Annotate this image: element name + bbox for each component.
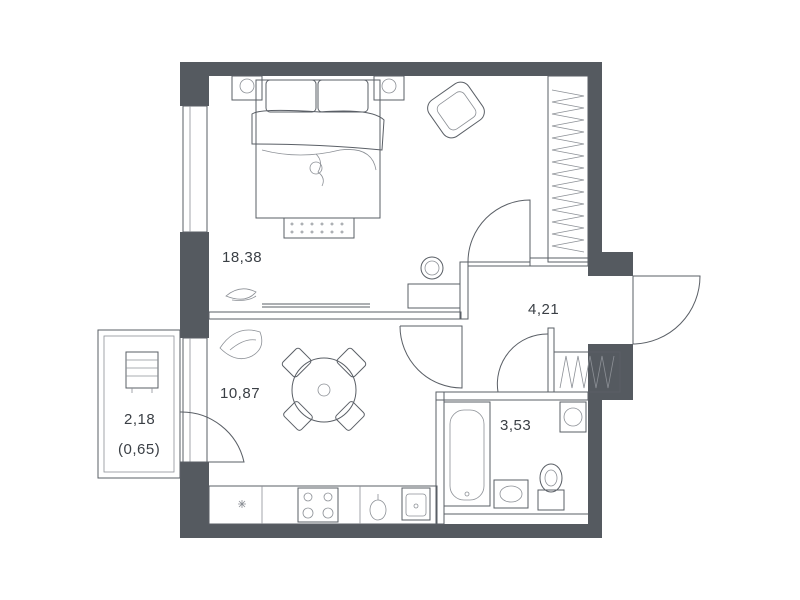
bedroom-area-label: 18,38 [222, 249, 262, 266]
door-bedroom [467, 199, 531, 263]
balcony-area-reduced-label: (0,65) [118, 441, 160, 458]
stove-icon [297, 487, 339, 523]
hall-wardrobe-icon [553, 351, 621, 393]
bed-icon [251, 79, 385, 219]
radiator-icon [125, 351, 159, 393]
armchair-icon [427, 81, 485, 139]
nightstand-icon [231, 75, 405, 101]
plant-icon [225, 288, 257, 301]
bathtub-icon [443, 401, 491, 507]
door-kitchen [399, 325, 463, 389]
bench-icon [283, 217, 355, 239]
interior-walls [208, 257, 589, 525]
toilet-icon [537, 463, 565, 511]
dresser-icon [407, 256, 461, 309]
balcony [97, 329, 181, 479]
fridge-icon [238, 500, 246, 508]
bathroom-area-label: 3,53 [500, 417, 531, 434]
door-balcony [179, 411, 245, 463]
bath-sink-icon [493, 479, 529, 509]
dining-table-icon [281, 347, 367, 431]
kitchen-counter [208, 485, 438, 525]
washing-machine-icon [559, 401, 587, 433]
sink-icon [401, 487, 431, 521]
kitchen-area-label: 10,87 [220, 385, 260, 402]
hood-icon [369, 494, 387, 521]
balcony-area-label: 2,18 [124, 411, 155, 428]
door-bathroom [496, 333, 549, 393]
exterior-walls [180, 62, 633, 538]
door-entrance [632, 275, 701, 345]
tv-stand-icon [262, 303, 370, 308]
hallway-area-label: 4,21 [528, 301, 559, 318]
plant-icon [219, 329, 263, 360]
wardrobe-icon [547, 75, 589, 263]
